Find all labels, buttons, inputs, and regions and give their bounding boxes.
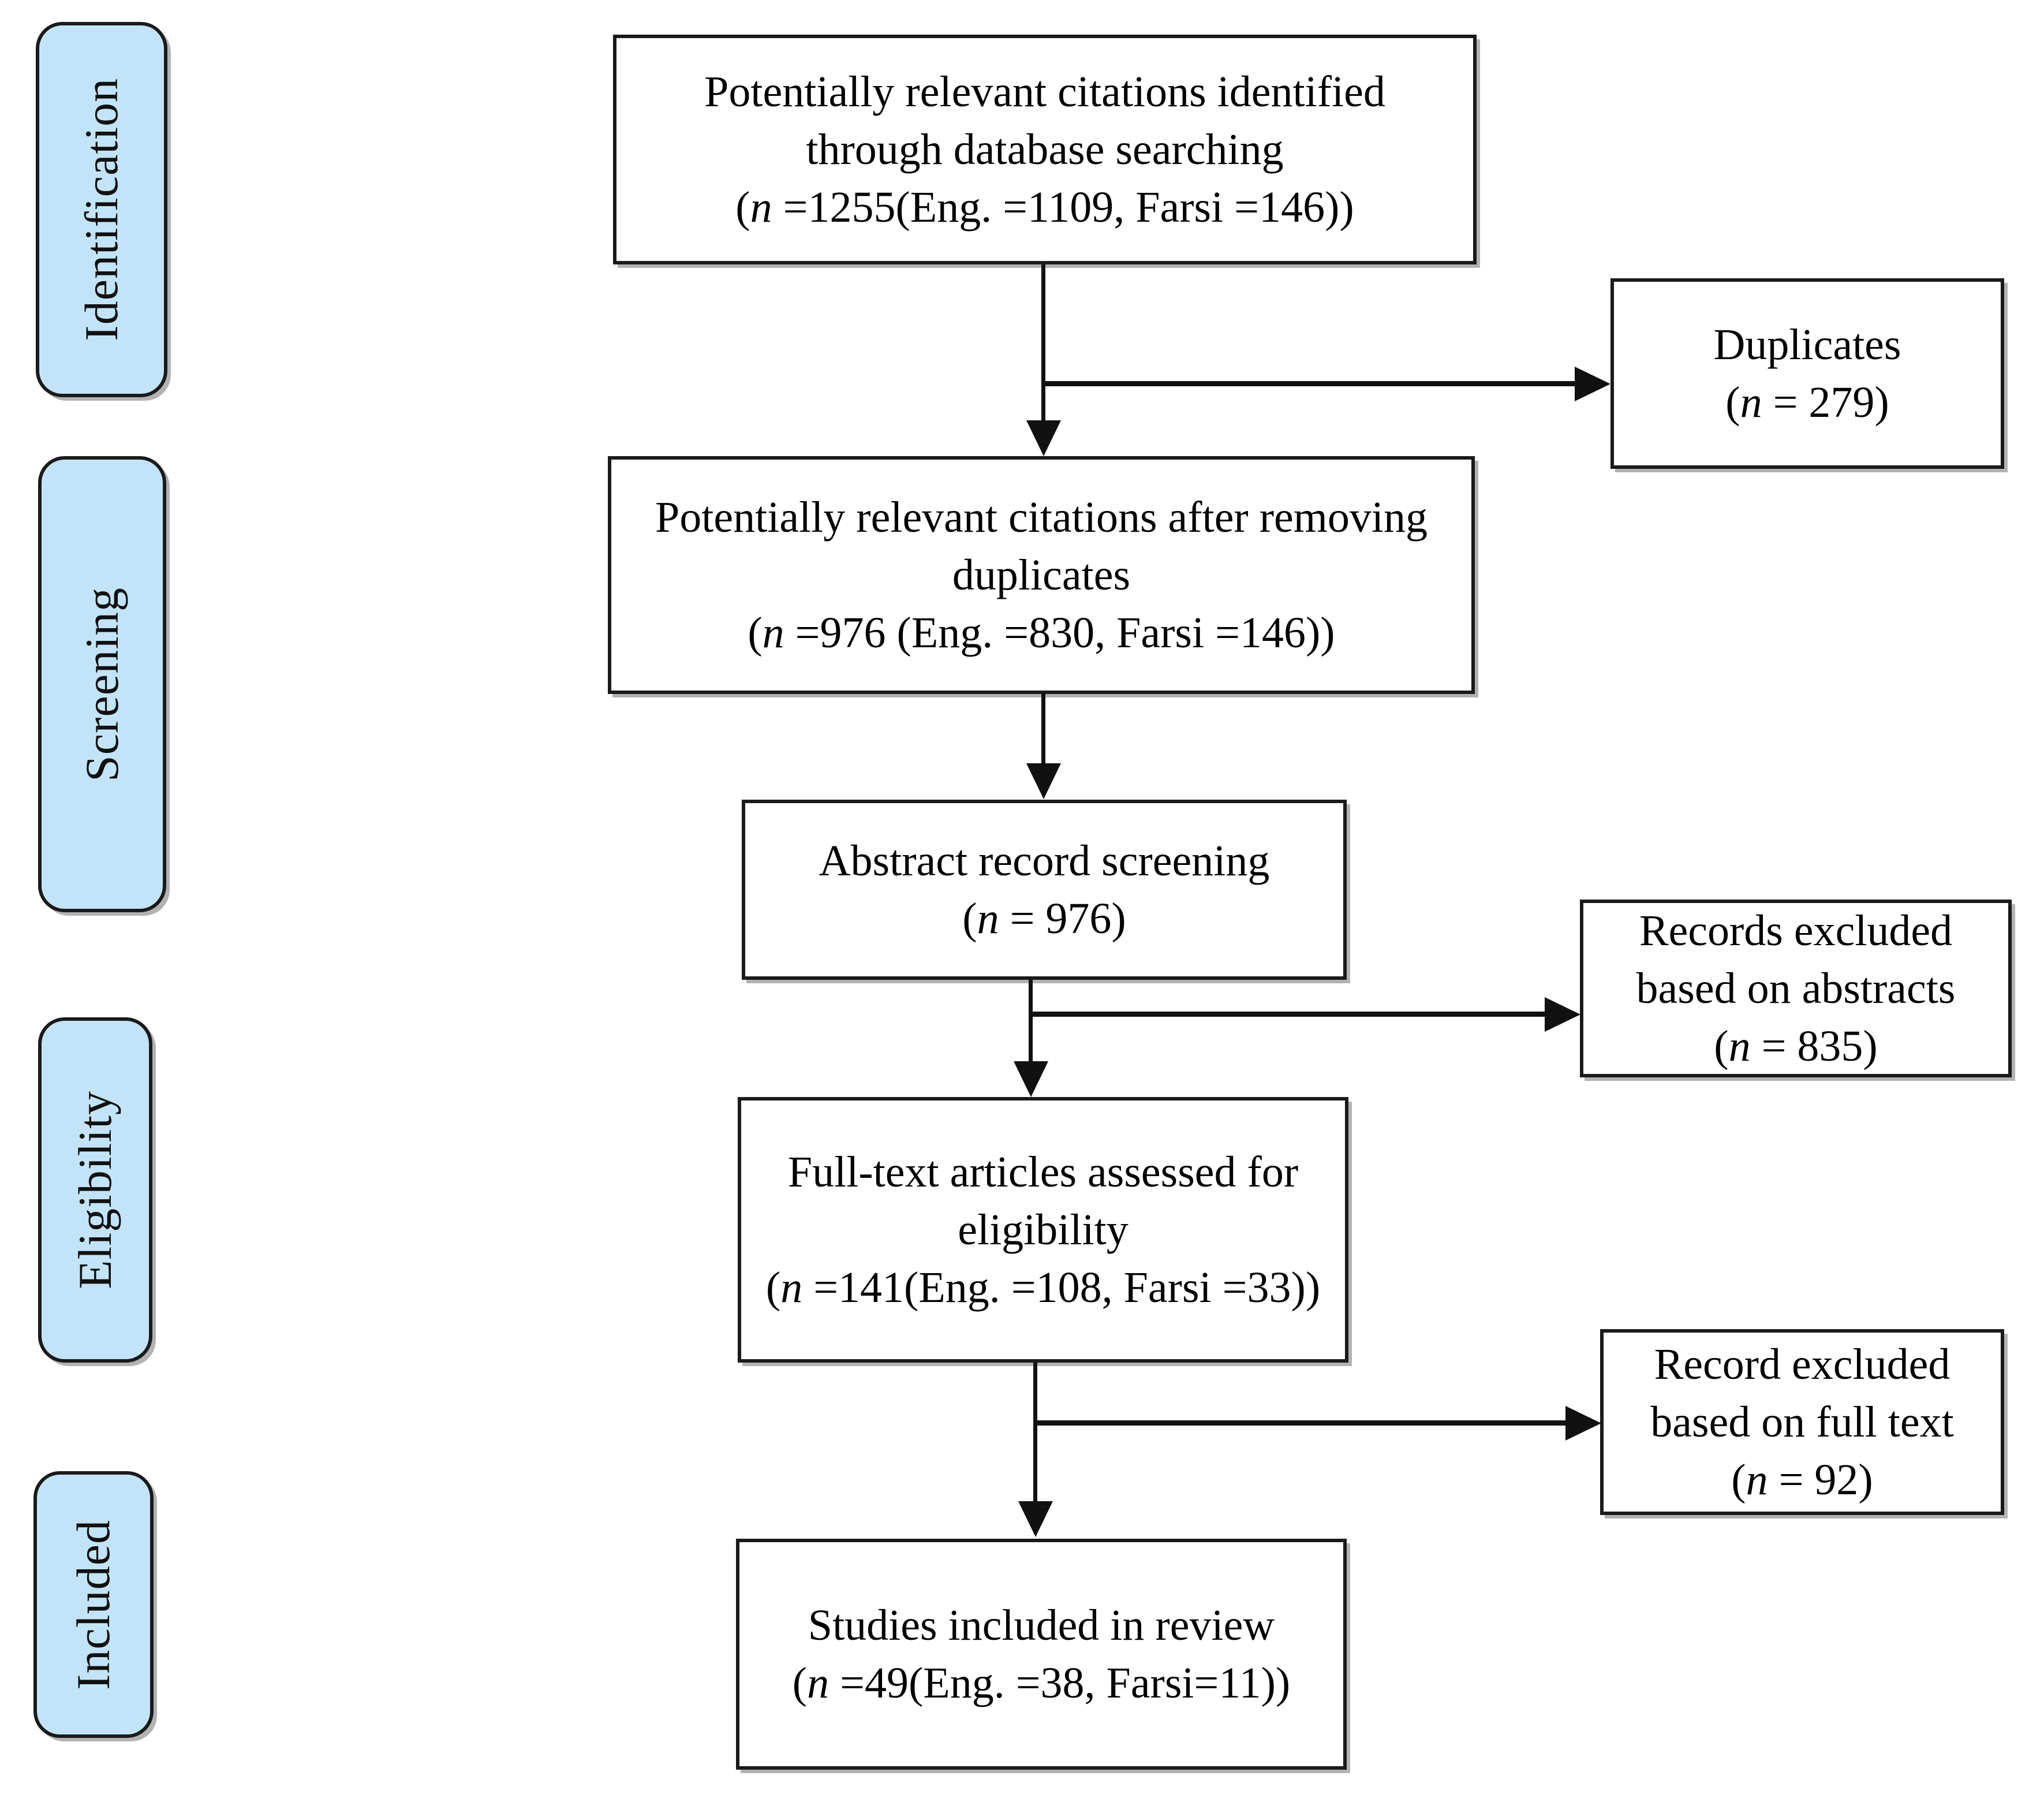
connector-identified-to-after-duplicates [1041, 264, 1045, 424]
connector-after-duplicates-to-abstract-screening [1041, 693, 1045, 767]
stage-pill-eligibility: Eligibility [38, 1017, 152, 1363]
flow-box-records-after-duplicates: Potentially relevant citations after rem… [608, 456, 1475, 694]
connector-to-duplicates [1041, 381, 1578, 386]
stage-label-included: Included [67, 1519, 119, 1690]
flow-box-records-identified-text: Potentially relevant citations identifie… [704, 67, 1385, 232]
stage-pill-identification: Identification [36, 22, 167, 397]
arrowhead-to-duplicates [1575, 367, 1610, 401]
stage-label-identification: Identification [75, 78, 128, 341]
stage-label-screening: Screening [76, 587, 128, 782]
stage-pill-screening: Screening [38, 456, 166, 912]
exclusion-box-duplicates-text: Duplicates(n = 279) [1713, 320, 1901, 427]
connector-abstract-screening-to-fulltext [1029, 980, 1033, 1065]
arrowhead-fulltext-to-studies-included [1018, 1501, 1053, 1537]
connector-to-excluded-fulltext [1033, 1420, 1569, 1426]
flow-box-records-identified: Potentially relevant citations identifie… [613, 35, 1477, 264]
flow-box-abstract-screening-text: Abstract record screening(n = 976) [819, 836, 1270, 943]
connector-to-excluded-abstracts [1029, 1012, 1548, 1017]
flow-box-studies-included: Studies included in review(n =49(Eng. =3… [736, 1539, 1347, 1770]
flow-box-abstract-screening: Abstract record screening(n = 976) [742, 800, 1347, 980]
arrowhead-identified-to-after-duplicates [1026, 420, 1061, 456]
flow-box-studies-included-text: Studies included in review(n =49(Eng. =3… [792, 1600, 1291, 1707]
exclusion-box-duplicates: Duplicates(n = 279) [1610, 278, 2004, 469]
stage-label-eligibility: Eligibility [69, 1091, 121, 1289]
arrowhead-to-excluded-abstracts [1545, 997, 1580, 1032]
arrowhead-after-duplicates-to-abstract-screening [1026, 763, 1061, 799]
stage-pill-included: Included [33, 1471, 154, 1738]
flow-box-records-after-duplicates-text: Potentially relevant citations after rem… [655, 493, 1428, 658]
connector-fulltext-to-studies-included [1033, 1363, 1037, 1506]
arrowhead-to-excluded-fulltext [1565, 1406, 1601, 1441]
arrowhead-abstract-screening-to-fulltext [1014, 1061, 1048, 1097]
